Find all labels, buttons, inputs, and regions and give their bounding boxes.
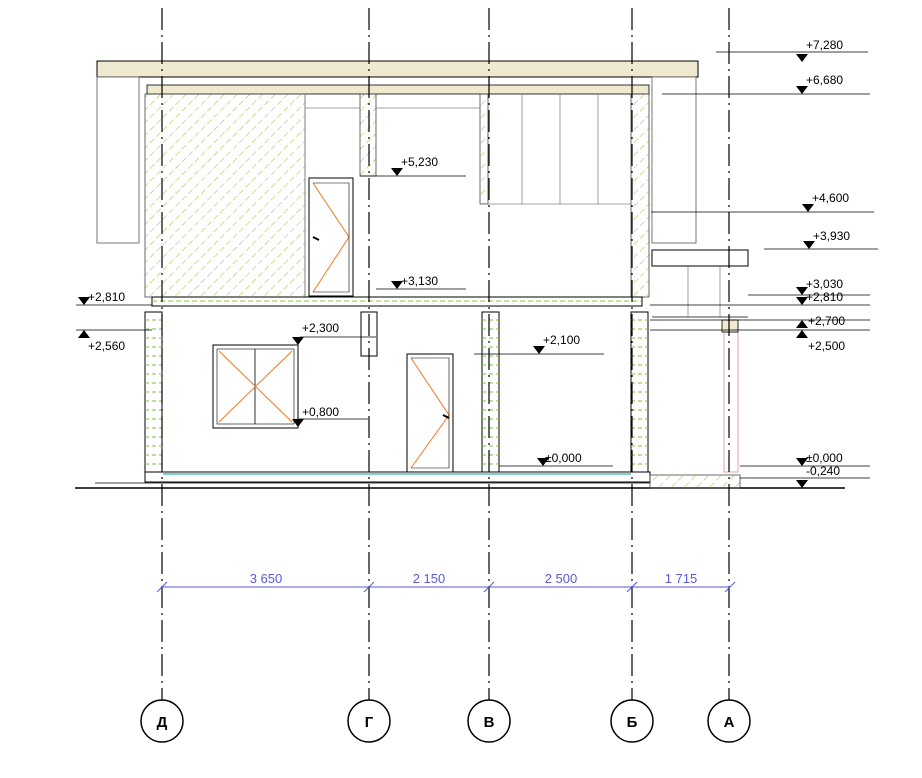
axis-label-a: А (724, 714, 735, 731)
axis-bubble-d: Д (140, 699, 184, 743)
level-right-0-label: +7,280 (806, 38, 843, 52)
roof-eave-left (96, 76, 140, 244)
dimension-g-v: 2 150 (413, 571, 446, 586)
level-right-1-label: +6,680 (806, 73, 843, 87)
upper-wall-hatched-left (144, 93, 306, 298)
level-inner-5-label: ±0,000 (545, 451, 582, 465)
axis-bubble-g: Г (347, 699, 391, 743)
upper-wall-hatched-mid (479, 93, 489, 205)
level-right-0: +7,280 (716, 38, 868, 62)
dimension-v-b: 2 500 (545, 571, 578, 586)
level-inner-0-label: +5,230 (401, 155, 438, 169)
level-right-9-label: -0,240 (806, 464, 840, 478)
level-right-6-label: +2,700 (808, 314, 845, 328)
level-markers-inner: +5,230 +3,130 +2,300 +2,100 +0,800 ±0,00… (292, 155, 613, 467)
upper-partition-hatched (359, 93, 377, 177)
level-inner-3: +2,100 (474, 333, 604, 355)
terrace-slab (649, 474, 741, 489)
level-left-1: +2,560 (76, 329, 152, 353)
level-right-1: +6,680 (662, 73, 870, 95)
level-right-8: ±0,000 (740, 451, 870, 467)
level-right-4: +3,030 (748, 277, 870, 296)
axis-label-b: Б (627, 714, 638, 731)
level-inner-0: +5,230 (360, 155, 466, 177)
level-markers-right: +7,280 +6,680 +4,600 +3,930 +3,030 +2,81… (650, 38, 878, 488)
level-inner-3-label: +2,100 (543, 333, 580, 347)
axis-bubble-b: Б (610, 699, 654, 743)
level-inner-2: +2,300 (292, 321, 376, 345)
level-right-2-label: +4,600 (812, 191, 849, 205)
level-inner-5: ±0,000 (499, 451, 613, 467)
level-inner-4: +0,800 (292, 405, 368, 427)
level-inner-4-label: +0,800 (302, 405, 339, 419)
upper-wall-hatched-right (630, 93, 650, 298)
level-right-3: +3,930 (764, 229, 878, 250)
level-right-9: -0,240 (740, 464, 870, 488)
right-annex (651, 249, 749, 473)
upper-room-lines (304, 94, 631, 297)
level-inner-1-label: +3,130 (401, 274, 438, 288)
axis-bubble-v: В (467, 699, 511, 743)
level-right-4-label: +3,030 (806, 277, 843, 291)
brick-courses (145, 319, 648, 474)
lower-door (406, 353, 454, 473)
level-left-1-label: +2,560 (88, 339, 125, 353)
level-right-7-label: +2,500 (808, 339, 845, 353)
level-right-6: +2,700 (650, 314, 870, 328)
roof-slab (96, 60, 699, 78)
axis-label-g: Г (365, 714, 374, 731)
dimension-b-a: 1 715 (665, 571, 698, 586)
axis-bubble-a: А (707, 699, 751, 743)
roof-eave-right (651, 76, 697, 244)
level-inner-2-label: +2,300 (302, 321, 339, 335)
level-right-5-label: +2,810 (806, 290, 843, 304)
upper-door (308, 177, 354, 297)
level-right-8-label: ±0,000 (806, 451, 843, 465)
level-inner-1: +3,130 (376, 274, 466, 290)
level-left-0: +2,810 (76, 290, 152, 306)
ceiling-beam (146, 84, 650, 95)
level-right-3-label: +3,930 (813, 229, 850, 243)
level-right-5: +2,810 (650, 290, 870, 306)
dimension-d-g: 3 650 (250, 571, 283, 586)
dimension-ticks (156, 581, 736, 593)
level-markers-left: +2,810 +2,560 (76, 290, 152, 353)
level-right-7: +2,500 (650, 329, 870, 353)
level-left-0-label: +2,810 (88, 290, 125, 304)
axis-label-v: В (484, 714, 495, 731)
axis-label-d: Д (157, 714, 168, 731)
lower-window (212, 344, 299, 429)
level-right-2: +4,600 (651, 191, 874, 213)
